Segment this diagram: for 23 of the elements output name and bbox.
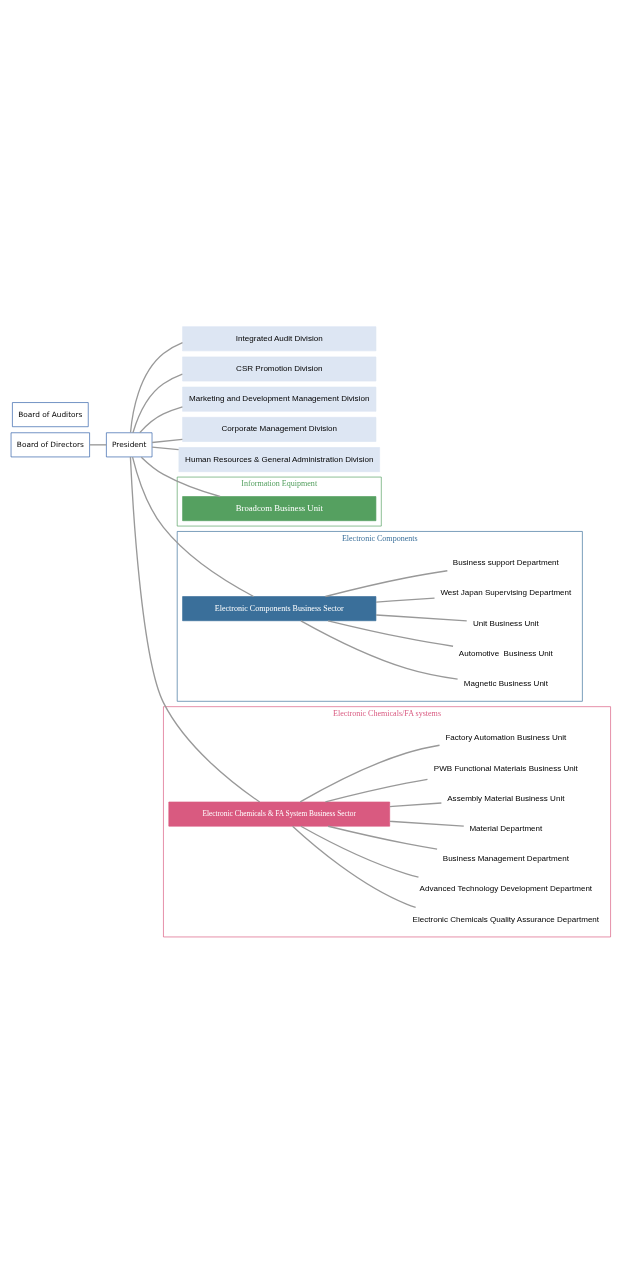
connector — [375, 597, 436, 603]
connector — [389, 820, 465, 827]
connector — [129, 456, 261, 803]
connector — [327, 825, 438, 850]
connector — [291, 825, 417, 909]
node-box: Broadcom Business Unit — [182, 496, 377, 522]
connector — [375, 614, 468, 622]
node-box: Electronic Chemicals & FA System Business Sector — [168, 801, 391, 827]
connector — [151, 446, 180, 451]
connector — [300, 825, 420, 878]
connector — [327, 620, 454, 647]
connector — [139, 406, 184, 434]
connector — [299, 744, 441, 803]
connector — [389, 802, 443, 808]
connector — [89, 444, 107, 446]
connector — [324, 570, 449, 598]
connector — [151, 438, 184, 444]
connector — [131, 456, 255, 598]
connector — [132, 373, 183, 434]
connector — [324, 778, 429, 803]
connector — [300, 620, 459, 680]
connector — [129, 341, 184, 434]
connector — [140, 456, 221, 498]
